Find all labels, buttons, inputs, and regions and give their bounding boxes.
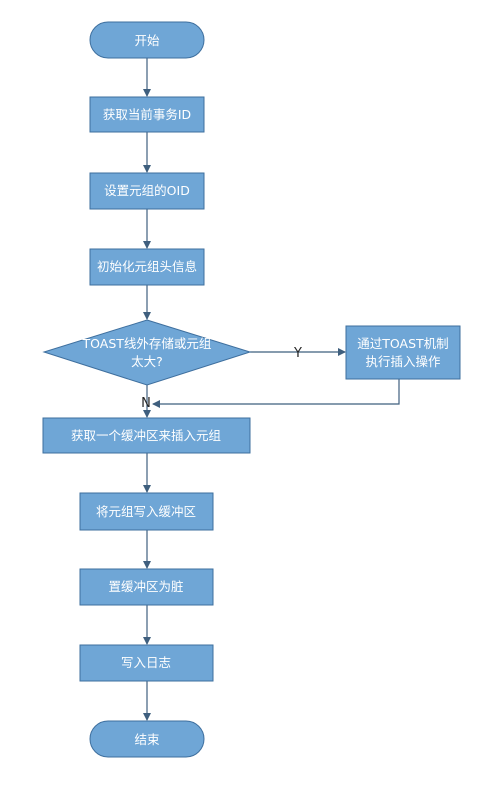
node-start-label: 开始: [134, 33, 160, 48]
node-set-oid-shape: [89, 172, 205, 210]
node-get-txid-shape: [89, 96, 205, 133]
node-write-log: 写入日志: [79, 644, 214, 682]
node-mark-dirty-shape: [79, 568, 214, 606]
node-start: 开始: [89, 21, 205, 59]
edges: [143, 58, 400, 721]
node-write-log-label: 写入日志: [121, 655, 171, 670]
node-set-oid-label: 设置元组的OID: [104, 183, 190, 198]
node-decision-label-line2: 太大?: [131, 354, 163, 369]
node-write-buffer: 将元组写入缓冲区: [79, 492, 214, 531]
node-decision-label-line1: TOAST线外存储或元组: [82, 336, 212, 351]
edge-label-no: N: [141, 396, 151, 411]
node-toast-label-line2: 执行插入操作: [365, 354, 441, 369]
edge-toast-to-merge: [152, 379, 400, 408]
node-get-buffer-label: 获取一个缓冲区来插入元组: [71, 428, 221, 443]
node-toast: 通过TOAST机制 执行插入操作: [345, 325, 461, 380]
node-decision: TOAST线外存储或元组 太大?: [42, 319, 252, 386]
node-toast-shape: [345, 325, 461, 380]
node-write-buffer-label: 将元组写入缓冲区: [96, 504, 196, 519]
node-start-shape: [89, 21, 205, 59]
node-get-txid-label: 获取当前事务ID: [103, 107, 191, 122]
node-toast-label-line1: 通过TOAST机制: [357, 336, 448, 351]
node-get-txid: 获取当前事务ID: [89, 96, 205, 133]
node-write-buffer-shape: [79, 492, 214, 531]
node-decision-shape: [42, 319, 252, 386]
node-end: 结束: [89, 720, 205, 758]
node-init-header: 初始化元组头信息: [89, 248, 205, 286]
node-set-oid: 设置元组的OID: [89, 172, 205, 210]
node-write-log-shape: [79, 644, 214, 682]
node-init-header-label: 初始化元组头信息: [97, 259, 197, 274]
node-get-buffer: 获取一个缓冲区来插入元组: [42, 417, 251, 454]
node-end-shape: [89, 720, 205, 758]
node-init-header-shape: [89, 248, 205, 286]
node-end-label: 结束: [134, 732, 160, 747]
node-mark-dirty: 置缓冲区为脏: [79, 568, 214, 606]
edge-label-yes: Y: [293, 346, 302, 361]
node-mark-dirty-label: 置缓冲区为脏: [108, 579, 183, 594]
node-get-buffer-shape: [42, 417, 251, 454]
